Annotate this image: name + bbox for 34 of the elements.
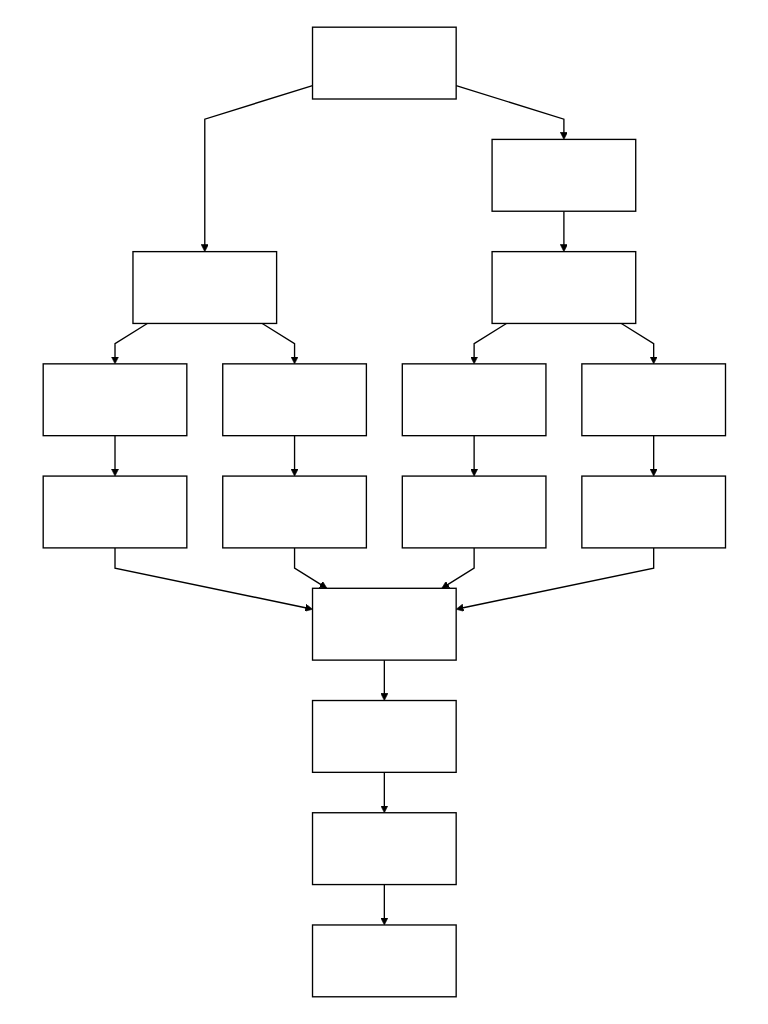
process-box [491, 250, 637, 325]
process-box [491, 138, 637, 212]
process-box [311, 26, 457, 100]
process-box [580, 475, 726, 549]
process-box [221, 363, 367, 437]
arrow [290, 435, 299, 477]
arrow [380, 659, 388, 701]
process-box [401, 363, 547, 437]
arrow [469, 435, 478, 477]
process-box [401, 475, 547, 549]
process-box [311, 587, 457, 661]
arrow [293, 547, 327, 589]
arrow [455, 84, 568, 140]
arrow [110, 435, 119, 477]
arrow [380, 883, 388, 926]
arrow [620, 322, 658, 365]
arrow [200, 84, 313, 252]
process-box [311, 812, 457, 886]
arrow [110, 322, 148, 365]
process-box [311, 699, 457, 774]
process-box [311, 924, 457, 998]
process-box [42, 475, 188, 549]
process-box [42, 363, 188, 437]
arrow [559, 210, 568, 252]
arrow [114, 547, 313, 612]
arrow [455, 547, 654, 612]
process-box [580, 363, 726, 437]
process-box [221, 475, 367, 549]
arrow [261, 322, 299, 365]
arrow [469, 322, 507, 365]
arrow [441, 547, 475, 589]
arrow [649, 435, 658, 477]
process-box [131, 250, 277, 325]
arrow [380, 771, 388, 814]
